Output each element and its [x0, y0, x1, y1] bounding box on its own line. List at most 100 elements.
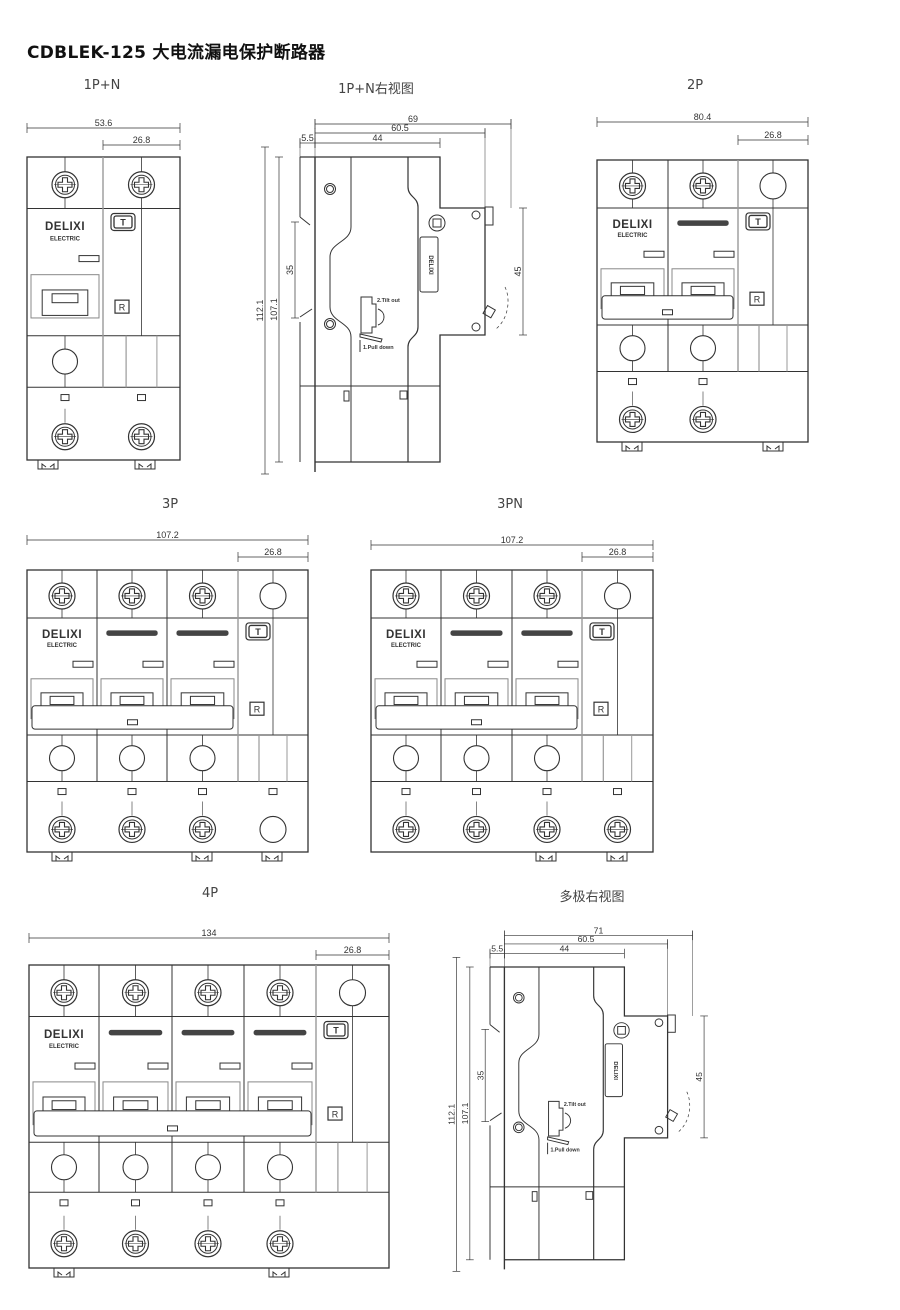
terminal-hole [266, 1154, 294, 1181]
adjust-screw-icon [428, 214, 446, 232]
side-test-button [667, 1014, 676, 1033]
test-button[interactable]: T [745, 212, 771, 231]
terminal-screw-icon [689, 172, 717, 200]
height-body-dimension: 107.1 [460, 966, 474, 1261]
terminal-screw-icon [266, 1230, 294, 1258]
dimension-value: 107.2 [501, 535, 524, 545]
dimension-value: 45 [694, 1072, 704, 1082]
test-button[interactable]: T [245, 622, 271, 641]
pull-down-instruction: 1.Pull down [363, 345, 394, 351]
dimension-value: 112.1 [446, 1104, 456, 1125]
screw-cross [468, 588, 485, 604]
screw-cross [56, 1236, 72, 1252]
reset-button[interactable]: R [749, 291, 765, 306]
brand-logo-sub: ELECTRIC [47, 643, 78, 649]
screw-cross [124, 588, 140, 604]
dimension-value: 53.6 [95, 118, 113, 128]
pole-module [247, 965, 313, 1258]
handle-grip [51, 293, 79, 304]
tie-bar-slot [662, 309, 673, 316]
reset-button[interactable]: R [327, 1106, 343, 1121]
din-rail-clip [51, 852, 73, 862]
side-nameplate-logo: DELIXI [612, 1061, 618, 1080]
din-rail-clip [261, 852, 283, 862]
rivet-icon [326, 320, 334, 328]
indicator-bar [108, 1029, 163, 1036]
small-window [203, 1199, 213, 1207]
terminal-screw-icon [194, 1230, 222, 1258]
terminal-screw-icon [118, 582, 146, 610]
depth-total-dimension: 71 [504, 925, 693, 941]
tie-bar-slot [471, 719, 482, 726]
front-height-dimension: 45 [694, 1015, 708, 1139]
screw-cross [609, 821, 626, 837]
side-handle [482, 304, 497, 319]
side-contour [518, 967, 540, 1260]
reset-button[interactable]: R [593, 701, 609, 716]
brand-logo-sub: ELECTRIC [618, 233, 649, 239]
screw-cross [695, 411, 711, 427]
total-width-dimension: 53.6 [26, 118, 181, 133]
screw-cross [56, 985, 72, 1001]
reset-button-frame [593, 701, 609, 716]
test-button-label: T [333, 1026, 339, 1036]
side-body-outline [300, 156, 486, 463]
terminal-hole [392, 745, 420, 772]
adjust-screw-slot [617, 1026, 626, 1035]
clip-outline [37, 460, 59, 470]
tilt-handle-icon [548, 1100, 564, 1137]
test-button-frame [589, 622, 615, 641]
test-button[interactable]: T [589, 622, 615, 641]
test-button-label: T [255, 627, 261, 637]
din-rail-clip [535, 852, 557, 862]
rivet-icon [324, 183, 336, 195]
clip-outline [261, 852, 283, 862]
side-window [343, 390, 350, 402]
din-rail-clip [53, 1268, 75, 1278]
breaker-body [596, 159, 809, 443]
depth-body-dimension: 44 [504, 944, 625, 959]
dimension-value: 71 [594, 925, 604, 935]
test-button[interactable]: T [110, 212, 136, 232]
clip-outline [606, 852, 628, 862]
clip-outline [134, 460, 156, 470]
small-window [127, 788, 137, 796]
clip-outline [621, 442, 643, 452]
dimension-value: 26.8 [764, 130, 782, 140]
reset-button[interactable]: R [114, 299, 130, 314]
pole-module [175, 965, 241, 1258]
dimension-value: 107.1 [269, 298, 279, 321]
dimension-value: 107.1 [460, 1102, 470, 1124]
pole-module [100, 570, 164, 844]
handle-grip [393, 695, 419, 706]
small-window [401, 788, 411, 796]
indicator-bar [106, 630, 158, 636]
terminal-screw-icon [392, 582, 420, 610]
test-button-label: T [599, 627, 605, 637]
terminal-screw-icon [121, 1230, 150, 1258]
terminal-hole [338, 979, 367, 1007]
dimension-value: 5.5 [491, 944, 503, 954]
rail-hook [489, 1024, 500, 1033]
dimension-value: 5.5 [301, 133, 314, 143]
din-rail-clip [37, 460, 59, 470]
clip-outline [53, 1268, 75, 1278]
depth-body-dimension: 44 [314, 133, 441, 148]
small-window [628, 378, 637, 386]
pole-module [671, 160, 735, 434]
dimension-value: 80.4 [694, 112, 712, 122]
pull-lever-icon [547, 1136, 570, 1146]
tilt-out-instruction: 2.Tilt out [564, 1102, 586, 1108]
page-title: CDBLEK-125 大电流漏电保护断路器 [27, 43, 326, 63]
test-button[interactable]: T [323, 1020, 349, 1040]
dimension-value: 60.5 [578, 934, 595, 944]
reset-button-label: R [598, 705, 605, 715]
side-contour [407, 157, 419, 462]
reset-button[interactable]: R [249, 701, 265, 716]
brand-logo-sub: ELECTRIC [49, 1044, 80, 1050]
din-rail-clip [191, 852, 213, 862]
dimension-value: 45 [513, 266, 523, 276]
